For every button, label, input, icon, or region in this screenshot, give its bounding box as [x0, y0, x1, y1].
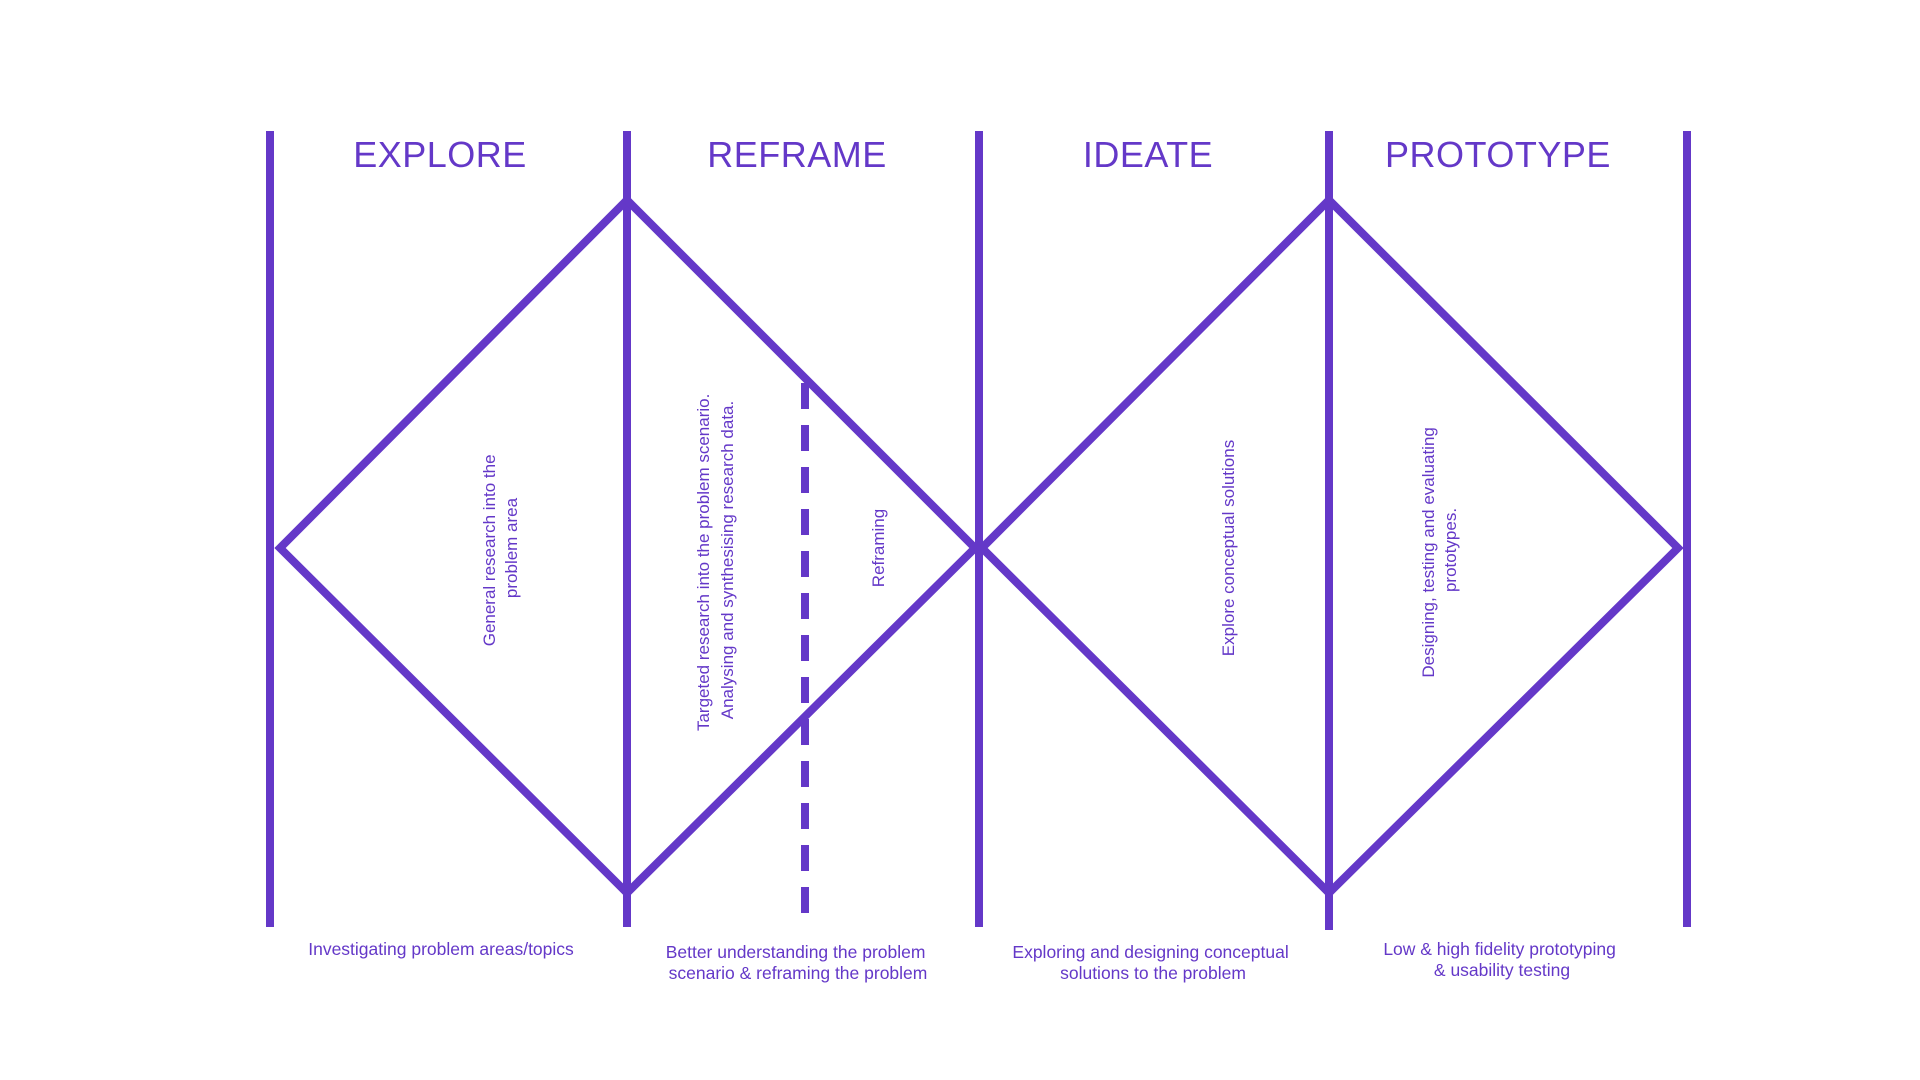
caption-prototype: Low & high fidelity prototyping & usabil… — [1383, 939, 1620, 980]
diamond-reframe-right — [624, 197, 981, 896]
caption-ideate-line-2: solutions to the problem — [1060, 963, 1246, 983]
explore-inner-note-line-2: problem area — [502, 497, 521, 598]
diamond-prototype-right — [1326, 197, 1684, 896]
reframe-inner-note-line-1: Targeted research into the problem scena… — [694, 394, 713, 731]
prototype-inner-note-line-2: prototypes. — [1441, 508, 1460, 592]
caption-explore-line-1: Investigating problem areas/topics — [308, 939, 574, 959]
caption-reframe-line-1: Better understanding the problem — [666, 942, 926, 962]
prototype-inner-note-line-1: Designing, testing and evaluating — [1419, 427, 1438, 677]
caption-ideate: Exploring and designing conceptual solut… — [1012, 942, 1293, 983]
caption-reframe: Better understanding the problem scenari… — [666, 942, 931, 983]
stage-title-ideate: IDEATE — [1083, 134, 1213, 175]
diamond-explore-left — [274, 197, 630, 896]
explore-inner-note: General research into the problem area — [480, 450, 521, 647]
reframe-inner-note: Targeted research into the problem scena… — [694, 389, 737, 731]
caption-reframe-line-2: scenario & reframing the problem — [669, 963, 928, 983]
caption-prototype-line-2: & usability testing — [1434, 960, 1570, 980]
diamond-ideate-left — [976, 197, 1332, 896]
stage-title-reframe: REFRAME — [707, 134, 887, 175]
explore-inner-note-line-1: General research into the — [480, 454, 499, 646]
caption-prototype-line-1: Low & high fidelity prototyping — [1383, 939, 1616, 959]
caption-explore: Investigating problem areas/topics — [308, 939, 574, 959]
stage-title-prototype: PROTOTYPE — [1385, 134, 1611, 175]
caption-ideate-line-1: Exploring and designing conceptual — [1012, 942, 1288, 962]
prototype-inner-note: Designing, testing and evaluating protot… — [1419, 422, 1460, 677]
reframing-label: Reframing — [869, 509, 888, 587]
reframe-inner-note-line-2: Analysing and synthesising research data… — [718, 401, 737, 719]
stage-title-explore: EXPLORE — [353, 134, 527, 175]
ideate-inner-note: Explore conceptual solutions — [1219, 440, 1238, 656]
